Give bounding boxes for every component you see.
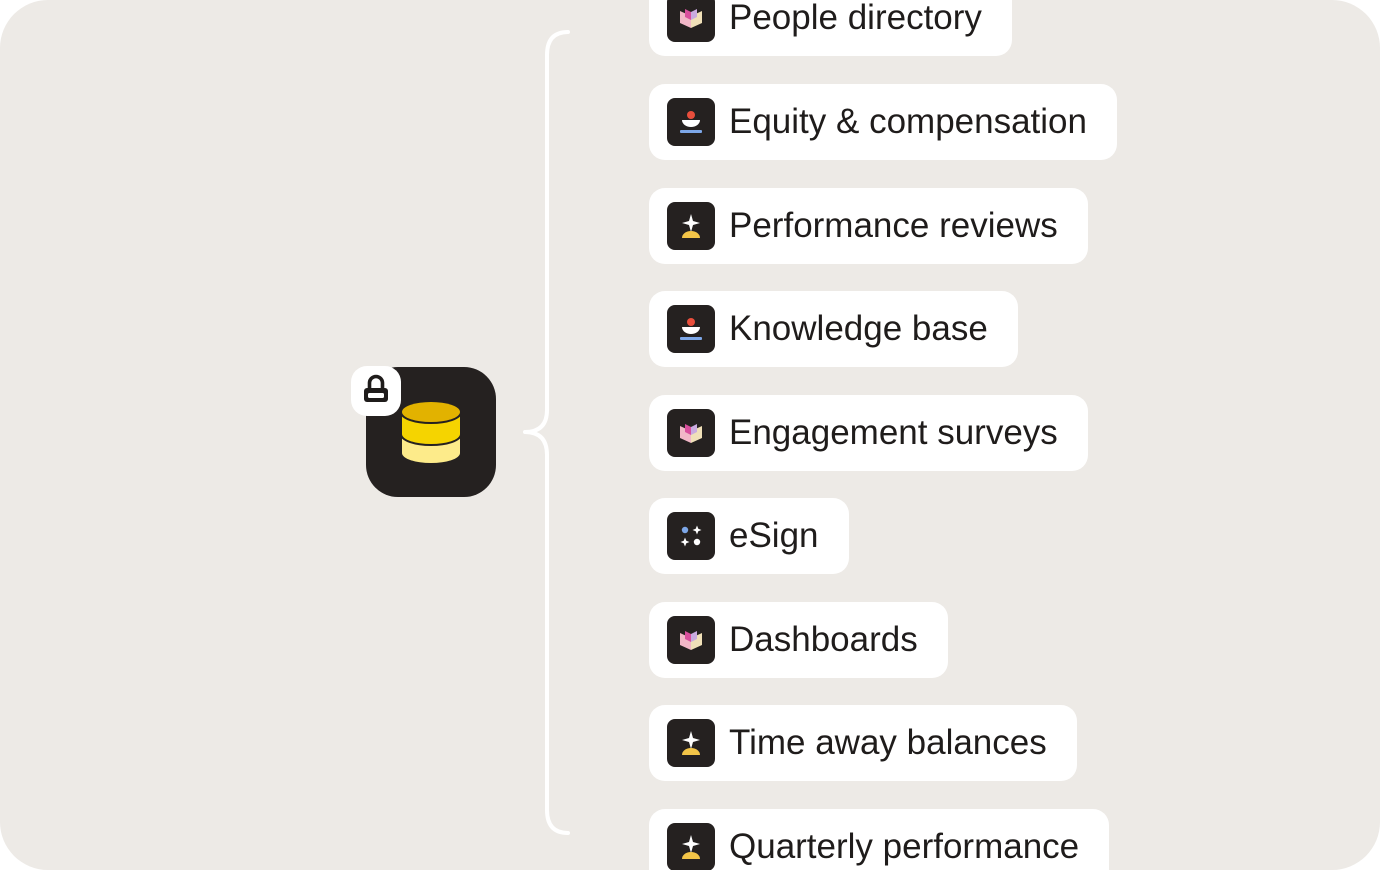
app-item-time-away-balances[interactable]: Time away balances <box>649 705 1077 781</box>
app-label: Performance reviews <box>729 206 1058 245</box>
app-label: eSign <box>729 516 819 555</box>
app-icon-tile <box>667 616 715 664</box>
app-label: Time away balances <box>729 723 1047 762</box>
app-icon-tile <box>667 823 715 870</box>
app-item-dashboards[interactable]: Dashboards <box>649 602 948 678</box>
app-item-knowledge-base[interactable]: Knowledge base <box>649 291 1018 367</box>
app-item-performance-reviews[interactable]: Performance reviews <box>649 188 1088 264</box>
person-bowl-icon <box>680 318 702 340</box>
heart-book-icon <box>680 631 702 650</box>
sparkle-person-icon <box>682 835 700 859</box>
lock-icon <box>364 374 388 402</box>
app-icon-tile <box>667 305 715 353</box>
database-icon <box>400 402 462 463</box>
app-icon-tile <box>667 98 715 146</box>
app-item-quarterly-performance[interactable]: Quarterly performance <box>649 809 1110 870</box>
app-item-equity-compensation[interactable]: Equity & compensation <box>649 84 1117 160</box>
app-icon-tile <box>667 409 715 457</box>
heart-book-icon <box>680 424 702 443</box>
app-label: Engagement surveys <box>729 413 1058 452</box>
app-label: Equity & compensation <box>729 102 1087 141</box>
app-label: Dashboards <box>729 620 918 659</box>
app-icon-tile <box>667 719 715 767</box>
app-icon-tile <box>667 202 715 250</box>
app-icon-tile <box>667 0 715 42</box>
dots-grid-icon <box>680 525 702 547</box>
app-item-engagement-surveys[interactable]: Engagement surveys <box>649 395 1088 471</box>
sparkle-person-icon <box>682 214 700 238</box>
lock-badge <box>351 366 401 416</box>
app-item-esign[interactable]: eSign <box>649 498 849 574</box>
sparkle-person-icon <box>682 731 700 755</box>
app-label: People directory <box>729 0 982 37</box>
app-item-people-directory[interactable]: People directory <box>649 0 1012 56</box>
app-icon-tile <box>667 512 715 560</box>
app-label: Knowledge base <box>729 309 988 348</box>
app-label: Quarterly performance <box>729 827 1080 866</box>
person-bowl-icon <box>680 111 702 133</box>
heart-book-icon <box>680 9 702 28</box>
